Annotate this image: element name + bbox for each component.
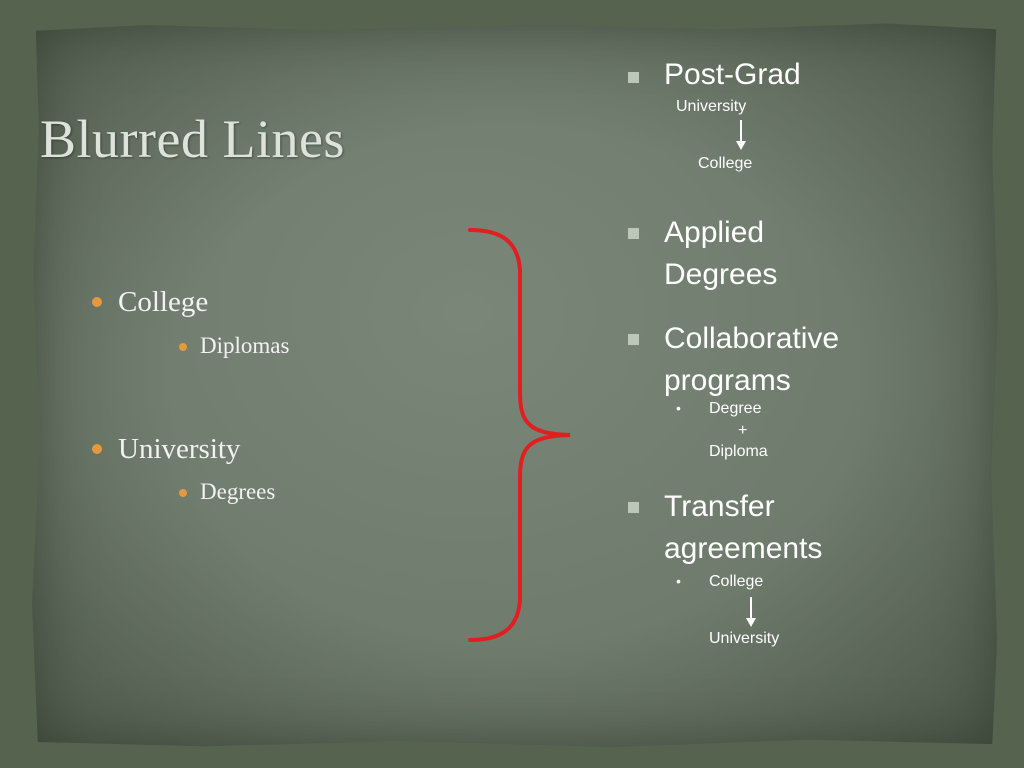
collab-line2: programs <box>664 364 791 397</box>
arrow-shaft <box>750 597 752 619</box>
collab-sub-diploma: Diploma <box>709 443 768 460</box>
transfer-line1: Transfer <box>664 490 775 523</box>
list-item-college: College <box>118 286 209 318</box>
slide-title: Blurred Lines <box>40 109 345 169</box>
collab-sub-degree: Degree <box>709 400 762 417</box>
list-item-diplomas: Diplomas <box>200 333 290 358</box>
sub-bullet-dot-icon <box>179 343 187 351</box>
list-item-degrees: Degrees <box>200 479 276 504</box>
transfer-line2: agreements <box>664 532 823 565</box>
collab-sub-plus: + <box>738 422 748 439</box>
square-bullet-icon <box>628 228 639 239</box>
square-bullet-icon <box>628 72 639 83</box>
sub-bullet-dot-icon <box>179 489 187 497</box>
arrow-shaft <box>740 120 742 142</box>
bullet-dot-icon <box>92 444 102 454</box>
transfer-from: College <box>709 573 764 590</box>
post-grad-from: University <box>676 98 747 115</box>
down-arrow-icon <box>746 618 756 627</box>
list-item-university: University <box>118 433 241 465</box>
slide-paper-background <box>31 23 999 748</box>
applied-line1: Applied <box>664 216 765 249</box>
applied-line2: Degrees <box>664 258 778 291</box>
curly-brace <box>468 228 571 642</box>
sub-bullet-icon: • <box>676 573 681 589</box>
collab-line1: Collaborative <box>664 322 840 355</box>
square-bullet-icon <box>628 334 639 345</box>
down-arrow-icon <box>736 141 746 150</box>
transfer-to: University <box>709 630 780 647</box>
post-grad-to: College <box>698 155 753 172</box>
post-grad-label: Post-Grad <box>664 58 801 91</box>
square-bullet-icon <box>628 502 639 513</box>
sub-bullet-icon: • <box>676 400 681 416</box>
bullet-dot-icon <box>92 297 102 307</box>
